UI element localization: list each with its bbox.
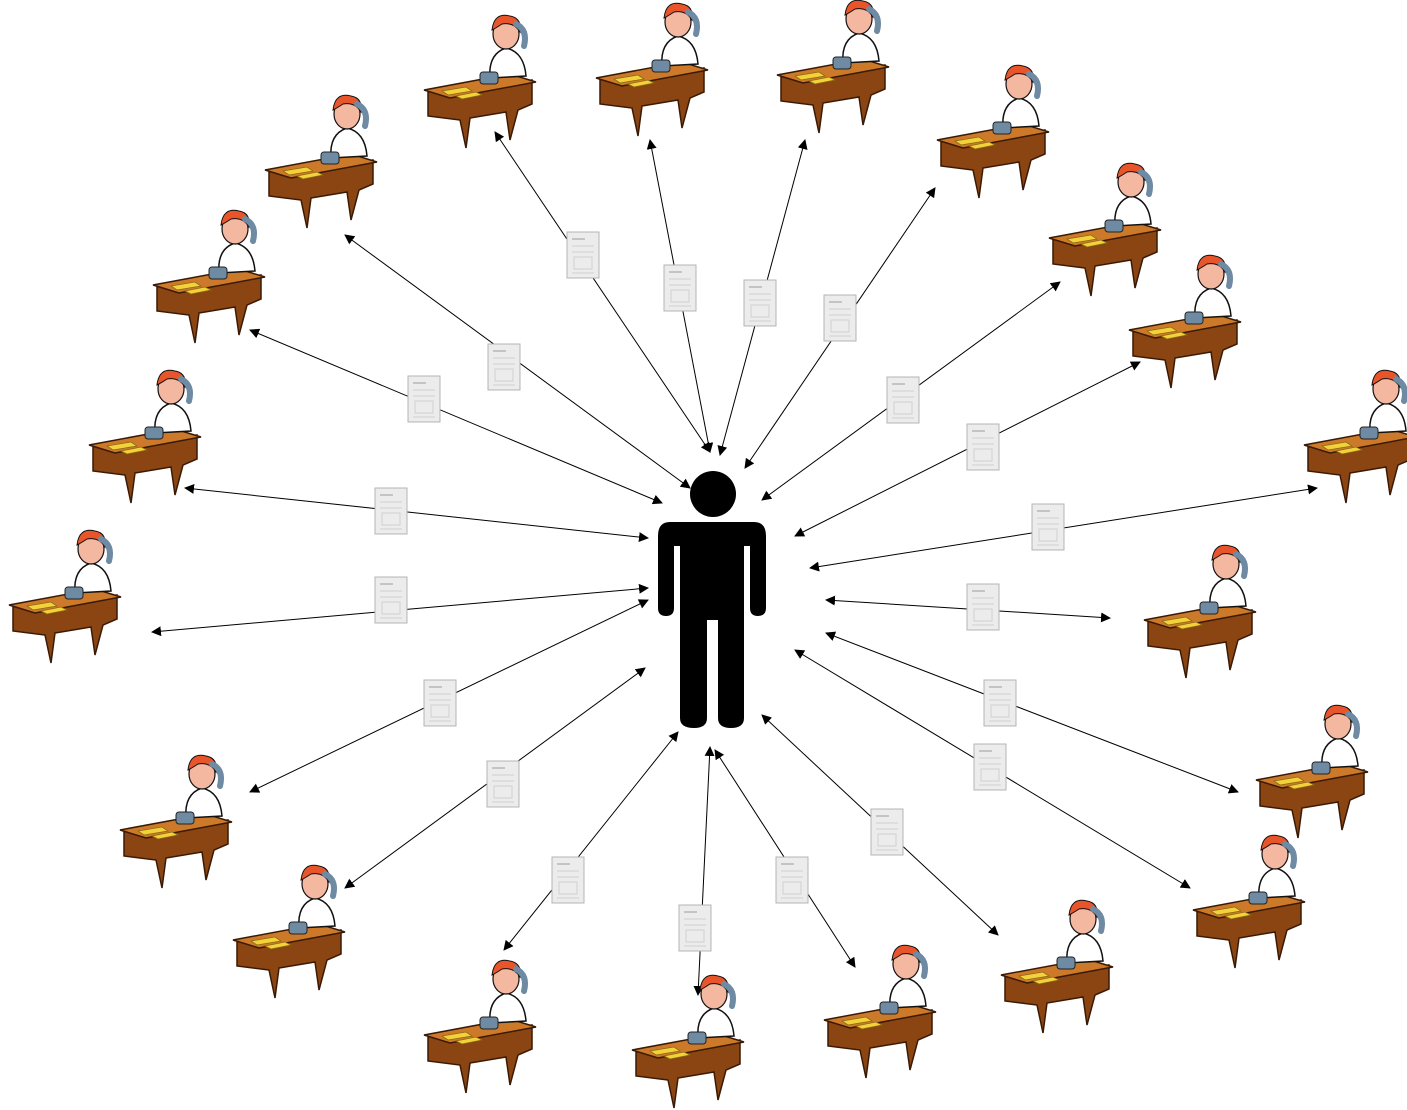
desk-worker-on-phone-icon	[937, 65, 1049, 198]
document-icon	[487, 343, 521, 391]
document-icon	[886, 376, 920, 424]
desk-worker-on-phone-icon	[1144, 545, 1256, 678]
document-icon	[966, 423, 1000, 471]
desk-worker-on-phone-icon	[424, 960, 536, 1093]
desk-worker-on-phone-icon	[1001, 900, 1113, 1033]
desk-worker-on-phone-icon	[1304, 370, 1407, 503]
document-icon	[870, 808, 904, 856]
document-icon	[775, 856, 809, 904]
document-icon	[823, 294, 857, 342]
connection-arrow	[184, 483, 649, 543]
document-icon	[407, 375, 441, 423]
document-icon	[374, 576, 408, 624]
connection-arrow	[825, 631, 1239, 794]
desk-worker-on-phone-icon	[1129, 255, 1241, 388]
document-icon	[983, 679, 1017, 727]
desk-worker-on-phone-icon	[824, 945, 936, 1078]
document-icon	[743, 279, 777, 327]
person-silhouette-icon	[658, 471, 766, 728]
desk-worker-on-phone-icon	[120, 755, 232, 888]
desk-worker-on-phone-icon	[1049, 163, 1161, 296]
desk-worker-on-phone-icon	[777, 0, 889, 133]
desk-worker-on-phone-icon	[153, 210, 265, 343]
document-icon	[566, 231, 600, 279]
desk-worker-on-phone-icon	[89, 370, 201, 503]
desk-worker-on-phone-icon	[424, 15, 536, 148]
connection-arrow	[693, 746, 715, 996]
document-icon	[678, 904, 712, 952]
desk-worker-on-phone-icon	[1256, 705, 1368, 838]
document-icon	[1031, 503, 1065, 551]
desk-worker-on-phone-icon	[9, 530, 121, 663]
connection-arrow	[503, 731, 679, 951]
connection-arrow	[249, 328, 663, 505]
desk-worker-on-phone-icon	[596, 3, 708, 136]
document-icon	[966, 583, 1000, 631]
desk-worker-on-phone-icon	[265, 95, 377, 228]
document-icon	[973, 743, 1007, 791]
desk-worker-on-phone-icon	[233, 865, 345, 998]
document-icon	[374, 487, 408, 535]
document-icon	[423, 679, 457, 727]
desk-worker-on-phone-icon	[632, 975, 744, 1108]
document-icon	[486, 760, 520, 808]
document-icon	[551, 856, 585, 904]
document-icon	[663, 264, 697, 312]
desk-worker-on-phone-icon	[1193, 835, 1305, 968]
